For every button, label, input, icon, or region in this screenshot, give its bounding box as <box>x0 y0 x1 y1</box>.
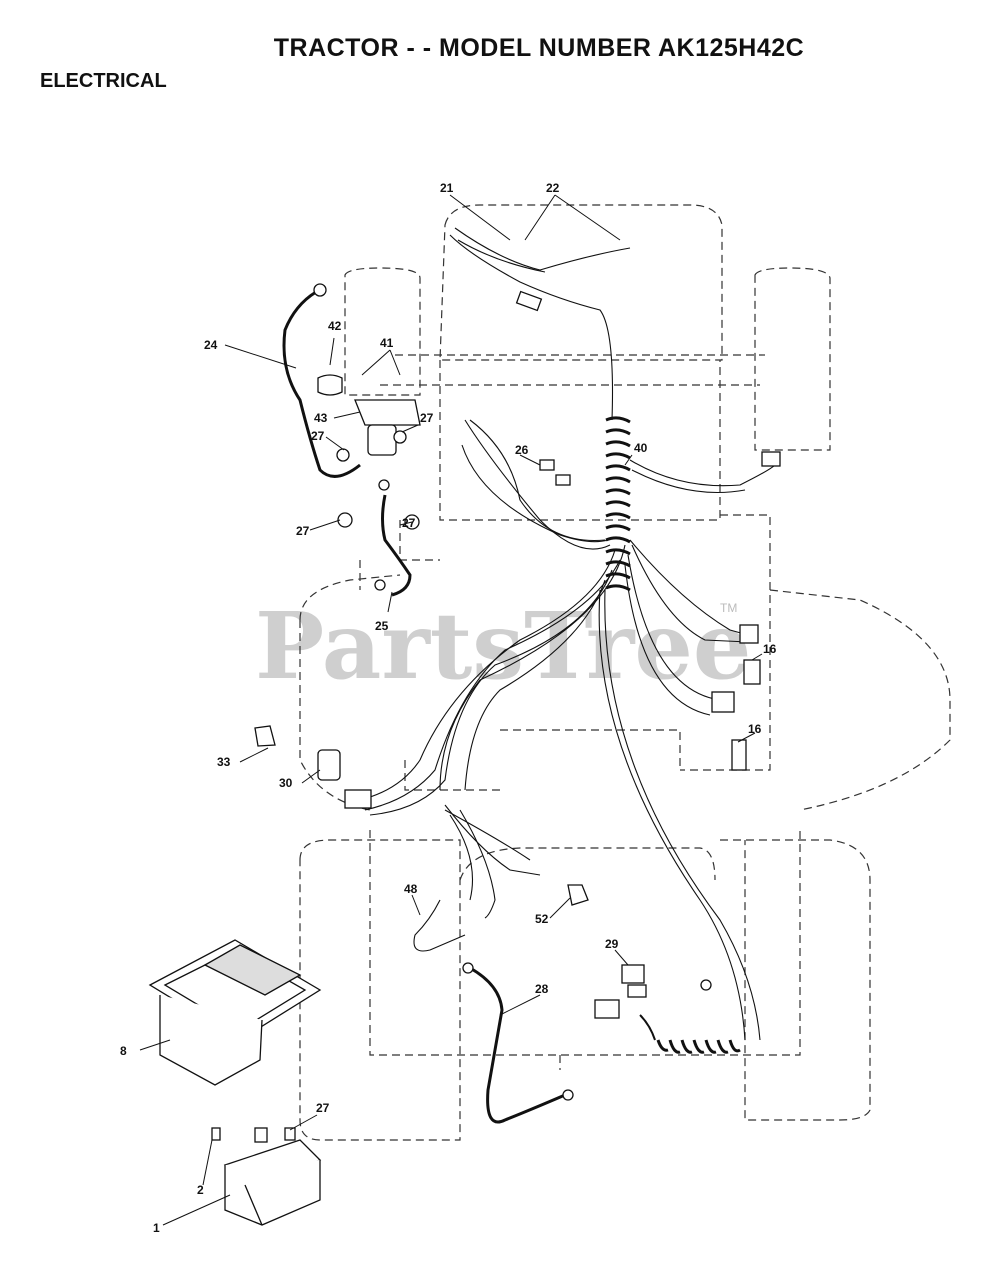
callout-29: 29 <box>605 937 619 951</box>
page-title: TRACTOR - - MODEL NUMBER AK125H42C <box>273 34 805 62</box>
callout-42: 42 <box>328 319 342 333</box>
callout-2: 2 <box>197 1183 204 1197</box>
callout-33: 33 <box>217 755 231 769</box>
callout-27-c: 27 <box>296 524 310 538</box>
callout-41: 41 <box>380 336 394 350</box>
callout-25: 25 <box>375 619 389 633</box>
watermark-tm: TM <box>720 601 737 615</box>
callout-52: 52 <box>535 912 549 926</box>
coil-conduit-lower <box>639 1014 741 1054</box>
callout-27-a: 27 <box>311 429 325 443</box>
watermark-text: PartsTree <box>255 592 751 700</box>
callout-16-b: 16 <box>748 722 762 736</box>
callout-21: 21 <box>440 181 454 195</box>
callout-40: 40 <box>634 441 648 455</box>
callout-1: 1 <box>153 1221 160 1235</box>
callout-8: 8 <box>120 1044 127 1058</box>
component-shapes <box>148 283 781 1226</box>
main-wiring-harness <box>359 227 776 1041</box>
coil-conduit <box>605 416 631 592</box>
callout-22: 22 <box>546 181 560 195</box>
callout-27-e: 27 <box>316 1101 330 1115</box>
callout-26: 26 <box>515 443 529 457</box>
tractor-outline <box>299 204 951 1141</box>
callout-27-d: 27 <box>402 516 416 530</box>
section-label: ELECTRICAL <box>40 70 167 92</box>
callout-labels: 21 22 24 42 41 43 27 27 27 27 25 26 40 1… <box>120 181 777 1235</box>
callout-16-a: 16 <box>763 642 777 656</box>
callout-43: 43 <box>314 411 328 425</box>
callout-24: 24 <box>204 338 218 352</box>
callout-28: 28 <box>535 982 549 996</box>
leader-lines <box>139 194 763 1226</box>
callout-30: 30 <box>279 776 293 790</box>
battery-cables <box>282 290 566 1124</box>
callout-27-b: 27 <box>420 411 434 425</box>
callout-48: 48 <box>404 882 418 896</box>
